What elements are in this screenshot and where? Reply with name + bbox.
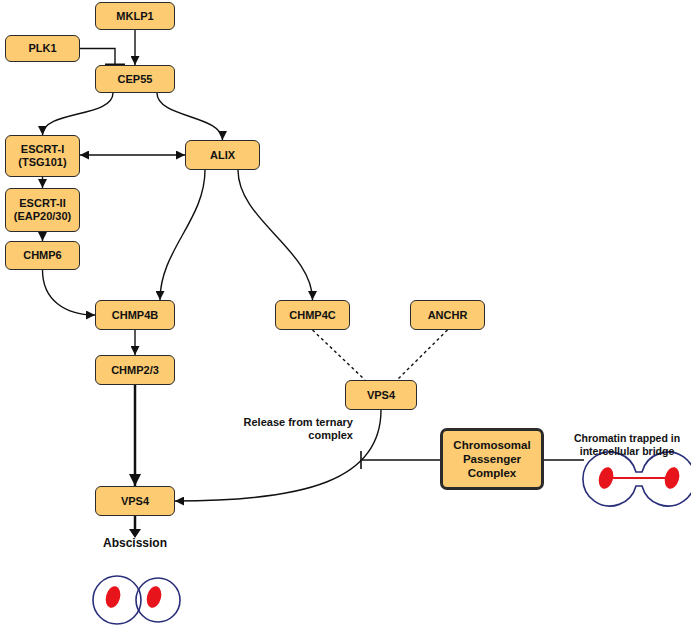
protein-box: CHMP4B bbox=[95, 300, 175, 330]
node-label: CHMP4C bbox=[289, 309, 335, 322]
arrow-connector bbox=[43, 93, 114, 135]
node-label: VPS4 bbox=[367, 389, 395, 402]
protein-box: CEP55 bbox=[95, 65, 175, 93]
arrow-connector bbox=[134, 385, 137, 486]
node-label: CHMP2/3 bbox=[111, 364, 159, 377]
node-label: CEP55 bbox=[118, 73, 153, 86]
node-label: VPS4 bbox=[121, 495, 149, 508]
arrow-connector bbox=[157, 93, 223, 140]
inhibition-line bbox=[361, 459, 440, 460]
node-label: ESCRT-I (TSG101) bbox=[11, 143, 74, 169]
arrow-connector bbox=[43, 270, 96, 315]
daughter-cell bbox=[93, 576, 141, 624]
arrow-connector bbox=[134, 330, 135, 355]
inhibition-connector bbox=[80, 49, 115, 66]
kinase-box: PLK1 bbox=[5, 35, 80, 62]
protein-box: VPS4 bbox=[95, 486, 175, 516]
nucleus bbox=[144, 585, 163, 610]
complex-box: ESCRT-I (TSG101) bbox=[5, 135, 80, 177]
note-label: Chromatin trapped in intercellular bridg… bbox=[566, 432, 688, 458]
protein-box: ANCHR bbox=[410, 300, 485, 330]
bridged-cells bbox=[583, 452, 691, 506]
chromatin-bridge bbox=[612, 477, 666, 479]
arrow-connector bbox=[175, 410, 381, 501]
thick-arrow bbox=[134, 516, 137, 530]
node-label: ALIX bbox=[210, 149, 235, 162]
node-label: ANCHR bbox=[428, 309, 468, 322]
arrow-connector bbox=[42, 177, 43, 188]
complex-box: ESCRT-II (EAP20/30) bbox=[5, 188, 80, 232]
arrow-connector bbox=[42, 232, 43, 241]
edge-label: Release from ternary complex bbox=[235, 416, 353, 442]
node-label: CHMP4B bbox=[112, 309, 158, 322]
node-label: CHMP6 bbox=[23, 249, 62, 262]
node-label: Chromosomal Passenger Complex bbox=[448, 438, 536, 480]
dashed-connector bbox=[397, 330, 448, 380]
dashed-connector bbox=[313, 330, 366, 380]
daughter-cell bbox=[136, 578, 180, 622]
protein-box: ALIX bbox=[185, 140, 260, 170]
protein-box: VPS4 bbox=[345, 380, 417, 410]
protein-box: CHMP4C bbox=[275, 300, 350, 330]
outcome-label: Abscission bbox=[90, 537, 180, 550]
arrow-connector bbox=[238, 170, 313, 300]
protein-box: CHMP6 bbox=[5, 241, 80, 270]
arrow-connector bbox=[134, 30, 135, 65]
arrow-connector bbox=[80, 154, 185, 155]
complex-box: Chromosomal Passenger Complex bbox=[440, 428, 544, 490]
nucleus bbox=[103, 585, 122, 610]
link-line bbox=[544, 459, 584, 460]
arrow-connector bbox=[160, 170, 205, 300]
node-label: MKLP1 bbox=[116, 10, 153, 23]
protein-box: CHMP2/3 bbox=[95, 355, 175, 385]
node-label: ESCRT-II (EAP20/30) bbox=[11, 197, 74, 223]
protein-box: MKLP1 bbox=[95, 2, 175, 30]
node-label: PLK1 bbox=[28, 42, 56, 55]
